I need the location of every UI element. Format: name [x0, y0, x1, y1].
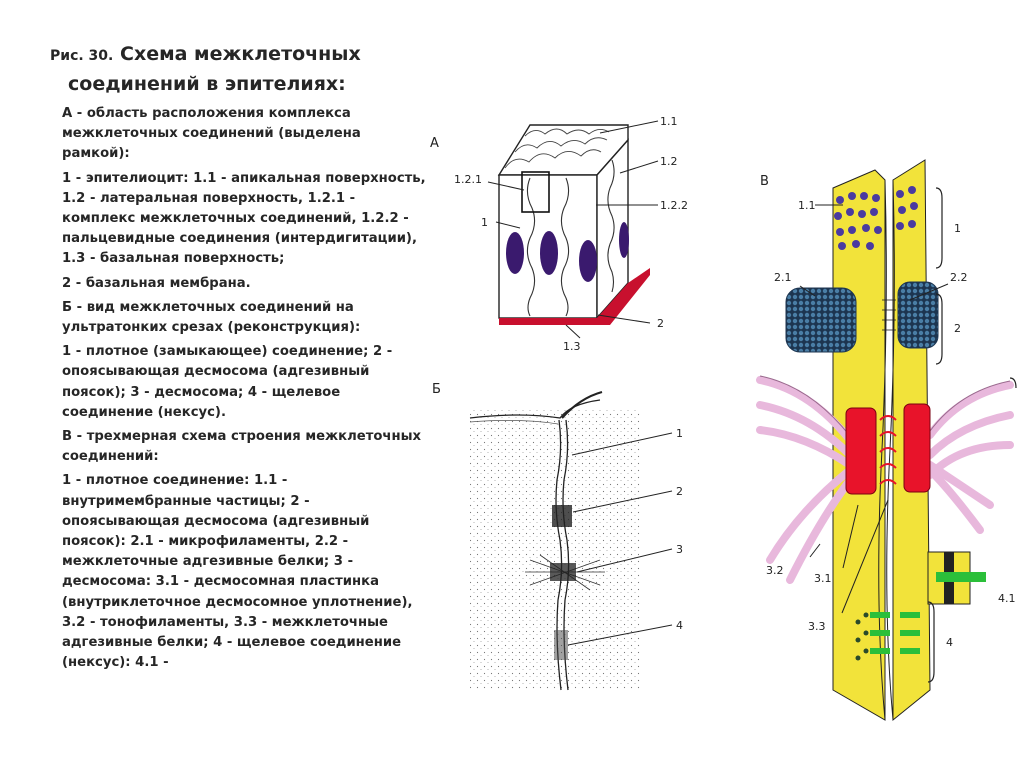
label-b-2: 2: [676, 485, 683, 498]
label-a-1-3: 1.3: [563, 340, 581, 353]
label-c-bracket-2: 2: [954, 322, 961, 335]
panel-a-epithelium: А: [430, 115, 688, 353]
label-b-1: 1: [676, 427, 683, 440]
label-a-2: 2: [657, 317, 664, 330]
panel-a-letter: А: [430, 136, 439, 151]
label-c-3-2: 3.2: [766, 564, 784, 577]
panel-c-3d-junctions: В: [760, 160, 1016, 720]
label-c-3-3: 3.3: [808, 620, 826, 633]
panel-c-letter: В: [760, 174, 769, 189]
label-a-1-2-2: 1.2.2: [660, 199, 688, 212]
label-b-3: 3: [676, 543, 683, 556]
label-c-4-1: 4.1: [998, 592, 1016, 605]
panel-b-ultrathin-section: Б 1 2 3 4: [432, 382, 683, 690]
label-a-1-1: 1.1: [660, 115, 678, 128]
label-c-1-1: 1.1: [798, 199, 816, 212]
label-c-2-1: 2.1: [774, 271, 792, 284]
label-a-1-2: 1.2: [660, 155, 678, 168]
label-c-bracket-4: 4: [946, 636, 953, 649]
label-c-2-2: 2.2: [950, 271, 968, 284]
panel-b-letter: Б: [432, 382, 441, 397]
label-a-1: 1: [481, 216, 488, 229]
label-a-1-2-1: 1.2.1: [454, 173, 482, 186]
label-c-bracket-1: 1: [954, 222, 961, 235]
label-b-4: 4: [676, 619, 683, 632]
label-c-3-1: 3.1: [814, 572, 832, 585]
